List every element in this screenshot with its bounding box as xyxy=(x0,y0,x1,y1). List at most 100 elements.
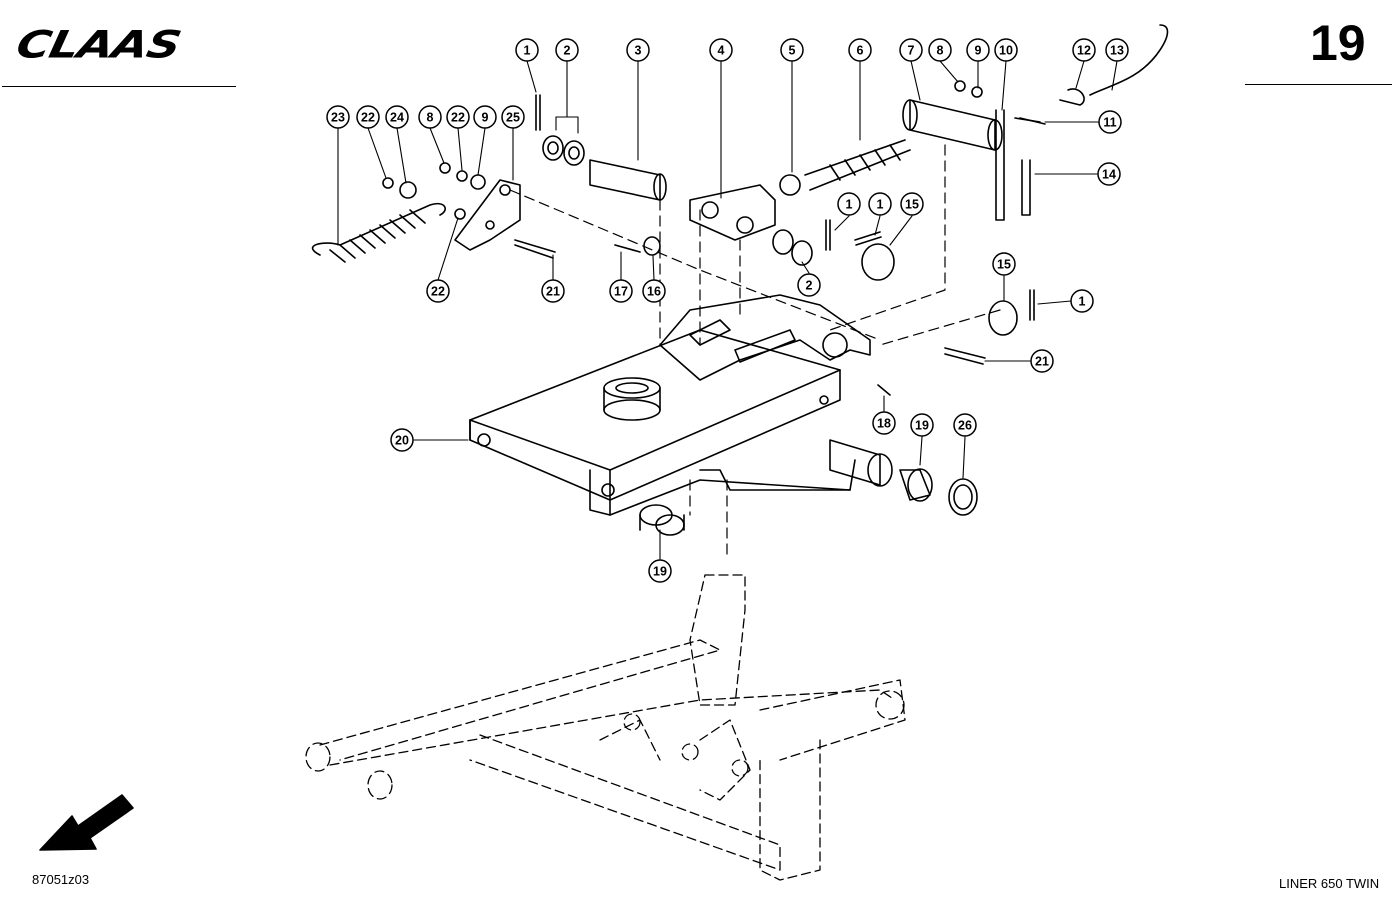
callout-circle xyxy=(910,413,934,437)
callout-label: 15 xyxy=(997,258,1011,272)
callout-circle xyxy=(928,38,952,62)
callout-circle xyxy=(446,105,470,129)
callout-circle xyxy=(426,279,450,303)
main-frame-part xyxy=(469,329,856,516)
direction-arrow-icon xyxy=(39,794,134,851)
callout-18: 18 xyxy=(872,411,896,435)
chassis-frame-outline xyxy=(305,574,906,881)
callout-12: 12 xyxy=(1072,38,1096,62)
callout-circle xyxy=(848,38,872,62)
callout-label: 12 xyxy=(1077,44,1091,58)
page-number: 19 xyxy=(1310,15,1366,71)
callout-label: 21 xyxy=(1035,355,1049,369)
callout-14: 14 xyxy=(1097,162,1121,186)
callout-label: 2 xyxy=(806,279,813,293)
callout-6: 6 xyxy=(848,38,872,62)
callout-8: 8 xyxy=(928,38,952,62)
callout-label: 1 xyxy=(524,44,531,58)
callout-circle xyxy=(868,192,892,216)
callout-7: 7 xyxy=(899,38,923,62)
callout-26: 26 xyxy=(953,413,977,437)
callout-circle xyxy=(609,279,633,303)
callout-4: 4 xyxy=(709,38,733,62)
callout-label: 1 xyxy=(1079,295,1086,309)
callout-circle xyxy=(966,38,990,62)
callout-circle xyxy=(501,105,525,129)
callout-circle xyxy=(555,38,579,62)
callout-circle xyxy=(390,428,414,452)
tube-part xyxy=(902,99,1003,151)
callout-circle xyxy=(385,105,409,129)
clevis-bracket-part xyxy=(689,184,776,241)
callout-25: 25 xyxy=(501,105,525,129)
washers-part xyxy=(542,135,813,266)
lynch-pin-part xyxy=(1014,24,1169,123)
callout-label: 6 xyxy=(857,44,864,58)
pin-shaft-part xyxy=(589,159,667,201)
callout-20: 20 xyxy=(390,428,414,452)
callout-label: 18 xyxy=(877,417,891,431)
callout-label: 11 xyxy=(1103,116,1116,130)
callout-9: 9 xyxy=(473,105,497,129)
callout-circle xyxy=(900,192,924,216)
callout-3: 3 xyxy=(626,38,650,62)
spring-rod-part xyxy=(779,139,911,196)
callout-1: 1 xyxy=(1070,289,1094,313)
callout-label: 19 xyxy=(653,565,667,579)
callout-label: 9 xyxy=(482,111,489,125)
callout-label: 19 xyxy=(915,419,929,433)
small-nuts-part xyxy=(382,80,983,220)
upper-bracket-part xyxy=(659,294,871,381)
callout-circle xyxy=(515,38,539,62)
callout-22: 22 xyxy=(446,105,470,129)
leader-lines xyxy=(337,60,1118,560)
callout-label: 17 xyxy=(614,285,628,299)
roll-pins-part xyxy=(535,94,1035,321)
callout-8: 8 xyxy=(418,105,442,129)
callout-label: 1 xyxy=(846,198,853,212)
side-sleeve-part xyxy=(829,439,978,516)
callout-16: 16 xyxy=(642,279,666,303)
callout-1: 1 xyxy=(868,192,892,216)
callout-circle xyxy=(1097,162,1121,186)
callout-label: 5 xyxy=(789,44,796,58)
lower-bushing-part xyxy=(639,504,685,536)
callout-label: 2 xyxy=(564,44,571,58)
callout-circle xyxy=(1072,38,1096,62)
callout-label: 13 xyxy=(1110,44,1124,58)
callout-22: 22 xyxy=(426,279,450,303)
callout-circle xyxy=(797,273,821,297)
callout-circle xyxy=(626,38,650,62)
callout-circle xyxy=(992,252,1016,276)
callout-circle xyxy=(1030,349,1054,373)
callout-label: 9 xyxy=(975,44,982,58)
callout-2: 2 xyxy=(797,273,821,297)
callout-circle xyxy=(837,192,861,216)
callout-circle xyxy=(872,411,896,435)
callout-15: 15 xyxy=(900,192,924,216)
callout-19: 19 xyxy=(648,559,672,583)
callout-label: 23 xyxy=(331,111,345,125)
header-rule-right xyxy=(1245,84,1392,85)
callout-label: 14 xyxy=(1102,168,1116,182)
callout-label: 16 xyxy=(647,285,661,299)
callout-label: 22 xyxy=(361,111,375,125)
callout-circle xyxy=(356,105,380,129)
callout-circle xyxy=(541,279,565,303)
callout-circle xyxy=(953,413,977,437)
drawing-code: 87051z03 xyxy=(32,872,90,887)
callout-label: 24 xyxy=(390,111,404,125)
callout-label: 15 xyxy=(905,198,919,212)
callout-17: 17 xyxy=(609,279,633,303)
callout-circle xyxy=(899,38,923,62)
callout-2: 2 xyxy=(555,38,579,62)
callout-circle xyxy=(994,38,1018,62)
callout-9: 9 xyxy=(966,38,990,62)
callout-1: 1 xyxy=(515,38,539,62)
callout-circle xyxy=(1105,38,1129,62)
callout-22: 22 xyxy=(356,105,380,129)
callout-label: 20 xyxy=(395,434,409,448)
